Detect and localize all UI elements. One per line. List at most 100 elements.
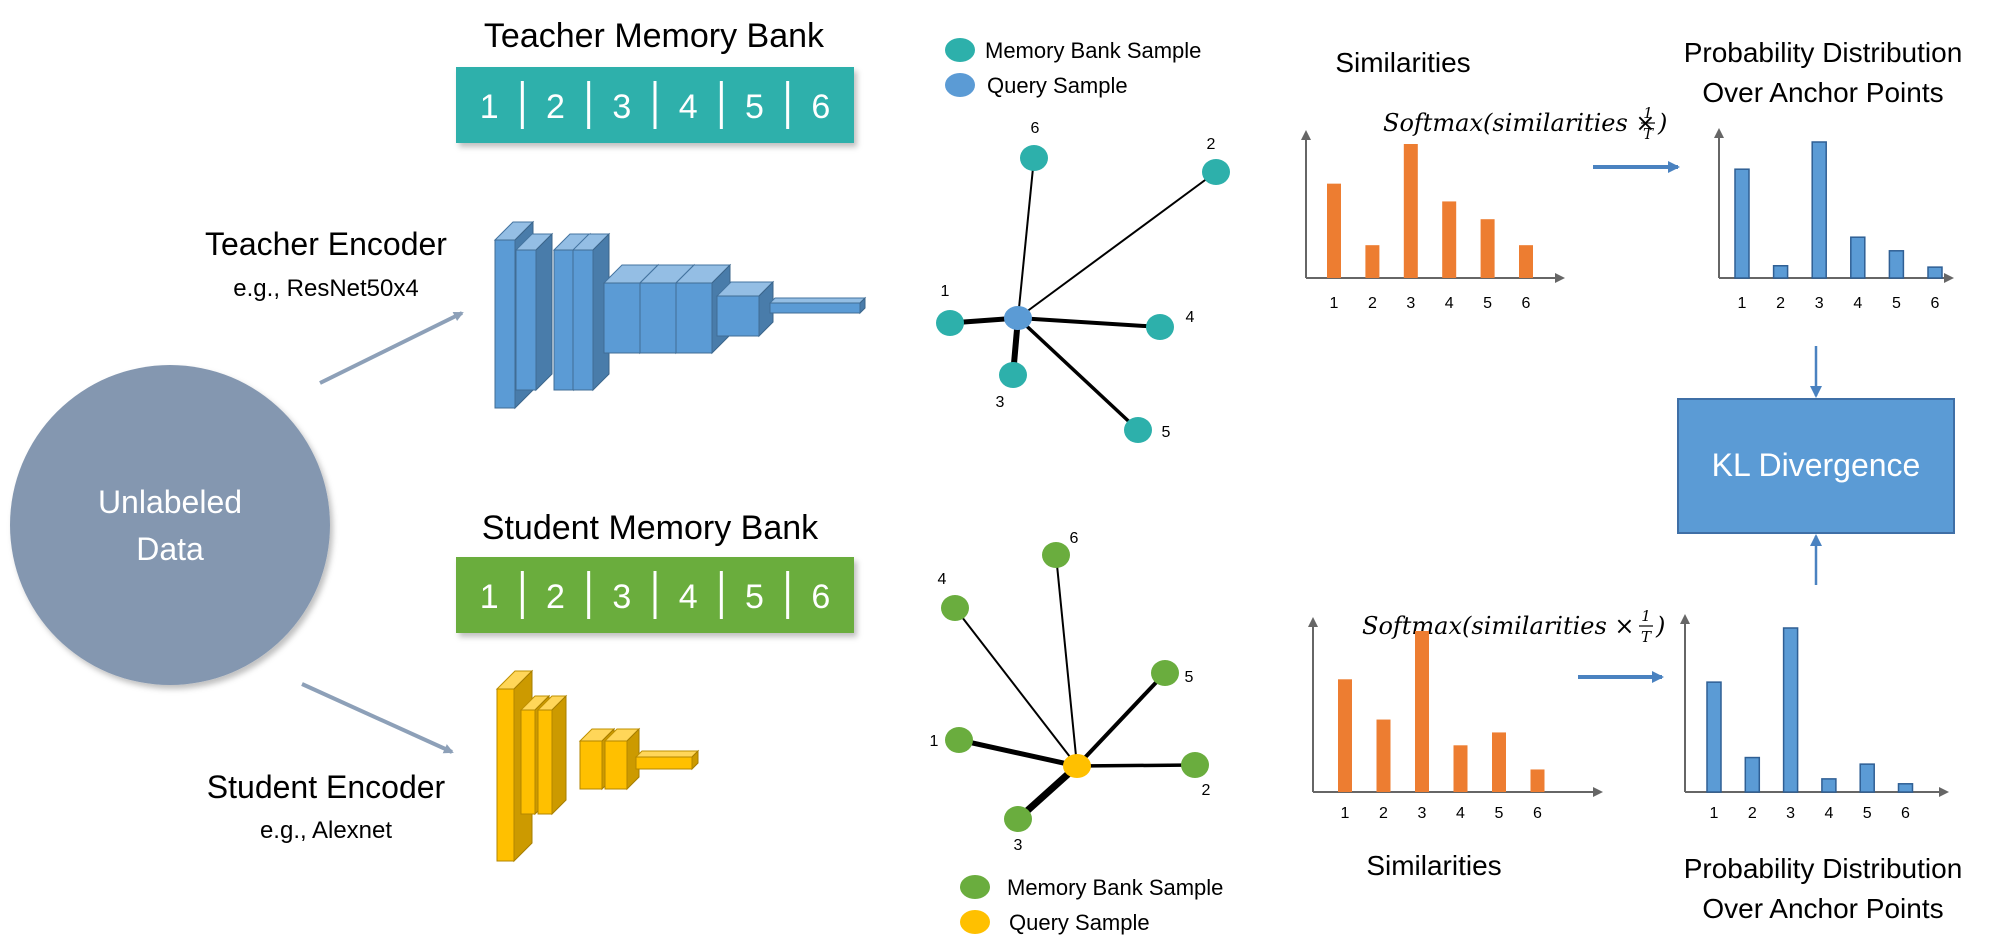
x-tick-label: 2 [1748,805,1757,822]
x-tick-label: 1 [1330,295,1339,312]
memory-sample-node [941,595,969,621]
encoder-layer-front [639,282,677,354]
encoder-layer-front [603,282,641,354]
bar [1442,201,1457,278]
softmax-suffix: ) [1657,109,1667,137]
encoder-layer-front [769,302,861,314]
encoder-layer-front [515,249,537,391]
bar [1365,245,1380,278]
prob-top-line1: Probability Distribution [1684,37,1963,68]
encoder-layer [603,727,641,791]
memory-sample-node [1181,752,1209,778]
teacher-encoder-network [493,220,867,410]
x-tick-label: 6 [1533,805,1542,822]
memory-sample-node [1146,314,1174,340]
memory-bank-cell: 4 [679,88,698,126]
bar [1744,756,1761,793]
x-tick-label: 4 [1824,805,1833,822]
encoder-layer-top [634,750,700,758]
graph-edge [1017,171,1217,319]
x-tick-label: 2 [1379,805,1388,822]
encoder-layer-side [551,694,567,816]
bar [1338,679,1352,792]
graph-edge [1055,554,1078,767]
softmax-den: T [1641,628,1652,646]
graph-edge [1076,763,1196,768]
encoder-layer-front [675,282,713,354]
kl-divergence-box: KL Divergence [1677,398,1955,534]
prob-bottom-line1: Probability Distribution [1684,853,1963,884]
bar [1734,168,1750,279]
bar [1811,141,1827,279]
x-tick-label: 4 [1853,295,1862,312]
memory-bank-cell: 1 [480,578,499,616]
memory-sample-node [999,362,1027,388]
encoder-layer-top [768,297,867,304]
bar [1782,627,1799,793]
encoder-layer-front [537,709,553,815]
graph-edge [954,607,1078,767]
x-tick-label: 5 [1483,295,1492,312]
memory-sample-node [1202,159,1230,185]
student-encoder-title: Student Encoder [207,769,446,805]
graph-node-label: 3 [1014,837,1023,854]
bar [1376,719,1391,792]
legend-query-swatch [945,73,975,97]
legend-memory-label: Memory Bank Sample [1007,875,1223,900]
softmax-formula-bottom: Softmax(similarities × 1 T ) [1362,607,1665,646]
bar [1706,681,1722,793]
memory-bank-cell: 2 [546,88,565,126]
encoder-layer [768,296,867,315]
memory-sample-node [1151,660,1179,686]
teacher-encoder-example: e.g., ResNet50x4 [233,275,418,302]
memory-sample-node [1020,145,1048,171]
graph-edge [958,737,1078,769]
memory-sample-node [936,310,964,336]
graph-edge [1017,157,1035,319]
bar [1453,745,1468,792]
x-tick-label: 1 [1738,295,1747,312]
bar [1403,144,1418,278]
encoder-layer-front [553,249,575,391]
svg-text:Softmax(similarities ×: Softmax(similarities × [1362,612,1635,640]
softmax-formula-top: Softmax(similarities × 1 T ) [1383,104,1667,143]
encoder-layer-side [535,232,553,392]
encoder-layer-front [604,740,628,790]
legend-memory-swatch [945,38,975,62]
memory-bank-cell: 6 [811,88,830,126]
x-tick-label: 6 [1901,805,1910,822]
legend-query-swatch [960,910,990,934]
softmax-num: 1 [1641,607,1651,625]
graph-node-label: 2 [1207,136,1216,153]
bar [1927,266,1943,279]
student-bank-title: Student Memory Bank [482,509,819,547]
bar [1415,631,1429,792]
memory-bank-cell: 1 [480,88,499,126]
memory-sample-node [945,727,973,753]
kl-divergence-label: KL Divergence [1712,447,1921,483]
svg-text:Softmax(similarities ×: Softmax(similarities × [1383,109,1656,137]
bar [1519,245,1533,278]
graph-node-label: 5 [1162,424,1171,441]
encoder-layer-front [635,756,693,770]
bar [1530,769,1545,792]
encoder-layer [536,694,568,816]
x-tick-label: 5 [1892,295,1901,312]
teacher-encoder-title: Teacher Encoder [205,226,447,262]
graph-node-label: 6 [1070,530,1079,547]
teacher-legend: Memory Bank Sample Query Sample [945,38,1201,98]
encoder-layer [514,232,554,392]
graph-node-label: 1 [930,733,939,750]
graph-edge [1017,316,1161,329]
x-tick-label: 3 [1418,805,1427,822]
memory-sample-node [1042,542,1070,568]
x-tick-label: 5 [1495,805,1504,822]
encoder-layer-front [520,709,536,815]
graph-node-label: 4 [938,571,947,588]
